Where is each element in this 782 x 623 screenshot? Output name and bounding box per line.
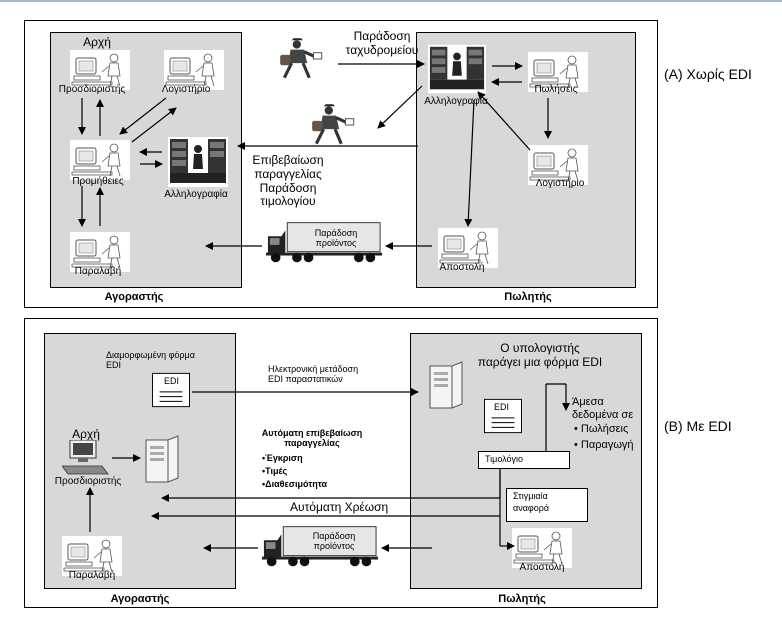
immediate-data-list: • Πωλήσεις • Παραγωγή bbox=[574, 422, 634, 454]
part-a-title: (A) Χωρίς EDI bbox=[664, 66, 752, 82]
seller-caption-a: Πωλητής bbox=[504, 291, 552, 303]
shipping-label: Αποστολή bbox=[439, 262, 485, 273]
mailroom-icon bbox=[168, 137, 228, 187]
receiving-label-b: Παραλαβή bbox=[68, 570, 116, 581]
purchasing-pc-icon bbox=[70, 140, 130, 180]
electronic-transfer-label: Ηλεκτρονική μετάδοση EDI παραστατικών bbox=[268, 364, 359, 385]
instant-report-box: Στιγμιαία αναφορά bbox=[506, 488, 588, 522]
start-label-b: Αρχή bbox=[72, 427, 100, 441]
seller-server-icon bbox=[429, 361, 463, 409]
computer-note-label: Ο υπολογιστής παράγει μια φόρμα EDI bbox=[477, 341, 603, 369]
confirmation-item: •Έγκριση bbox=[262, 453, 303, 463]
auto-charge-label: Αυτόματη Χρέωση bbox=[290, 500, 389, 514]
invoice-label: Τιμολόγιο bbox=[485, 454, 524, 464]
seller-caption-b: Πωλητής bbox=[498, 593, 546, 605]
seller-edi-doc-label: EDI bbox=[494, 402, 510, 412]
mail-delivery-label: Παράδοση ταχυδρομείου bbox=[345, 29, 419, 57]
invoice-box: Τιμολόγιο bbox=[478, 451, 570, 469]
mailroom-label: Αλληλογραφία bbox=[164, 189, 228, 200]
instant-report-label: Στιγμιαία αναφορά bbox=[513, 491, 550, 513]
receiving-label: Παραλαβή bbox=[74, 266, 122, 277]
shipping-label-b: Αποστολή bbox=[519, 562, 565, 573]
procurement-label: Προσδιοριστής bbox=[58, 84, 126, 95]
purchasing-label: Προμήθειες bbox=[72, 176, 124, 187]
order-confirmation-label: Επιβεβαίωση παραγγελίας Παράδοση τιμολογ… bbox=[252, 153, 324, 209]
confirmation-list: •Έγκριση •Τιμές •Διαθεσιμότητα bbox=[262, 452, 327, 491]
confirmation-item: •Τιμές bbox=[262, 466, 288, 477]
edi-doc-label: EDI bbox=[164, 376, 180, 386]
seller-mailroom-label: Αλληλογραφία bbox=[424, 96, 488, 107]
workstation-icon bbox=[62, 440, 109, 475]
seller-mailroom-icon bbox=[428, 44, 486, 94]
immediate-data-label: Άμεσα δεδομένα σε bbox=[572, 396, 634, 421]
immediate-item: • Παραγωγή bbox=[574, 438, 634, 451]
postman-return-icon bbox=[310, 104, 356, 146]
formatted-form-label: Διαμορφωμένη φόρμα EDI bbox=[106, 350, 195, 371]
top-accent-line bbox=[0, 0, 782, 2]
seller-accounting-label: Λογιστήριο bbox=[535, 178, 585, 189]
buyer-server-icon bbox=[145, 435, 179, 483]
start-label: Αρχή bbox=[83, 35, 111, 49]
product-delivery-label-b: Παράδοση προϊόντος bbox=[312, 531, 356, 552]
accounting-label: Λογιστήριο bbox=[161, 84, 211, 95]
immediate-item: • Πωλήσεις bbox=[574, 423, 629, 435]
auto-confirmation-label: Αυτόματη επιβεβαίωση παραγγελίας bbox=[261, 428, 363, 449]
part-b-title: (B) Με EDI bbox=[664, 418, 732, 434]
product-delivery-label-a: Παράδοση προϊόντος bbox=[314, 228, 358, 249]
confirmation-item: •Διαθεσιμότητα bbox=[262, 479, 328, 490]
sales-label: Πωλήσεις bbox=[534, 84, 578, 95]
buyer-caption-a: Αγοραστής bbox=[104, 291, 164, 303]
procurement-label-b: Προσδιοριστής bbox=[54, 476, 122, 487]
postman-icon bbox=[278, 38, 324, 80]
buyer-caption-b: Αγοραστής bbox=[110, 593, 170, 605]
